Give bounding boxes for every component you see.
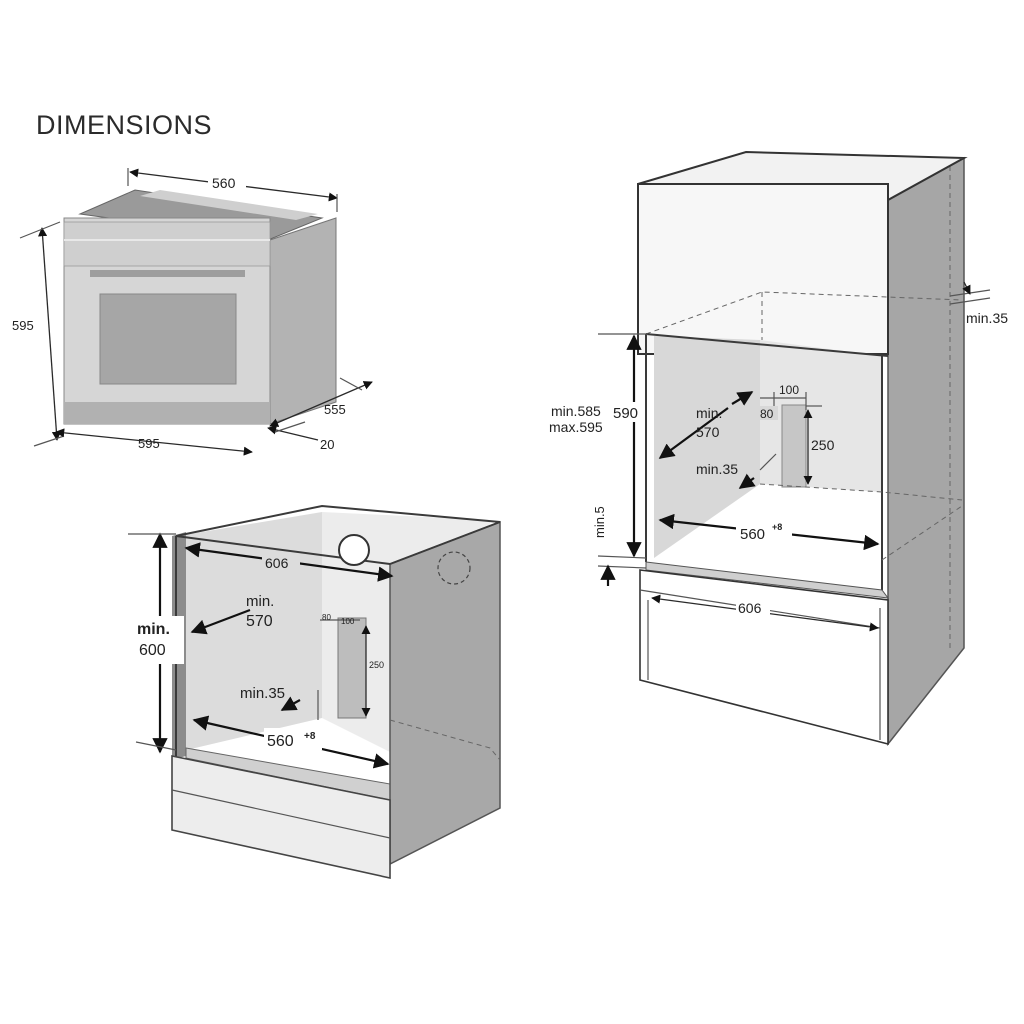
tall-vent-h-label: 250 xyxy=(811,437,835,453)
oven-window xyxy=(99,293,237,385)
uc-depth-label-1: min. xyxy=(246,593,274,610)
under-counter-unit: 606 min. 600 min. 570 80 100 250 min.35 … xyxy=(128,504,501,879)
tall-vent-slot xyxy=(781,404,807,488)
uc-height-label-1: min. xyxy=(137,621,170,638)
tall-vent-w2-label: 100 xyxy=(779,383,799,397)
uc-depth-label-2: 570 xyxy=(246,613,273,630)
oven-control-panel xyxy=(63,221,271,267)
tall-width-outer-label: 606 xyxy=(738,600,762,616)
tall-depth-label-2: 570 xyxy=(696,424,720,440)
oven-width-front-label: 595 xyxy=(138,436,160,451)
oven-handle xyxy=(90,270,245,277)
oven-drawing: 560 595 595 555 20 xyxy=(12,168,373,456)
oven-door-label: 20 xyxy=(320,437,334,452)
page-title: DIMENSIONS xyxy=(36,110,213,140)
oven-height-label: 595 xyxy=(12,318,34,333)
tall-height-range-1: min.585 xyxy=(551,403,601,419)
uc-width-bottom-label: 560 xyxy=(267,733,294,750)
oven-side-panel xyxy=(269,217,337,425)
oven-bottom-trim xyxy=(64,402,270,424)
tall-vent-w1-label: 80 xyxy=(760,407,774,421)
uc-width-bottom-sup: +8 xyxy=(304,731,316,742)
tall-right-panel xyxy=(887,156,965,747)
tall-width-bottom-label: 560 xyxy=(740,526,765,543)
tall-top-gap-label: min.35 xyxy=(966,310,1008,326)
oven-width-top-label: 560 xyxy=(212,175,236,191)
tall-gap-label: min.35 xyxy=(696,461,738,477)
uc-height-label-2: 600 xyxy=(139,642,166,659)
uc-right-panel xyxy=(389,520,501,866)
tall-unit: min.35 590 min.585 max.595 min.5 min. 57… xyxy=(549,150,1008,747)
oven-depth-label: 555 xyxy=(324,402,346,417)
uc-vent-w2-label: 100 xyxy=(341,617,355,626)
uc-width-inner-label: 606 xyxy=(265,555,289,571)
uc-vent-h-label: 250 xyxy=(369,660,384,670)
uc-side-hole xyxy=(437,551,471,585)
tall-depth-label-1: min. xyxy=(696,405,722,421)
tall-bottom-gap-label: min.5 xyxy=(592,506,607,538)
tall-top-cabinet-front xyxy=(637,183,889,355)
uc-pipe-hole xyxy=(338,534,370,566)
uc-vent-slot xyxy=(337,617,367,719)
uc-vent-w1-label: 80 xyxy=(322,613,331,622)
tall-height-label: 590 xyxy=(613,405,638,422)
tall-width-bottom-sup: +8 xyxy=(772,522,782,532)
uc-gap-label: min.35 xyxy=(240,685,285,702)
tall-height-range-2: max.595 xyxy=(549,419,603,435)
